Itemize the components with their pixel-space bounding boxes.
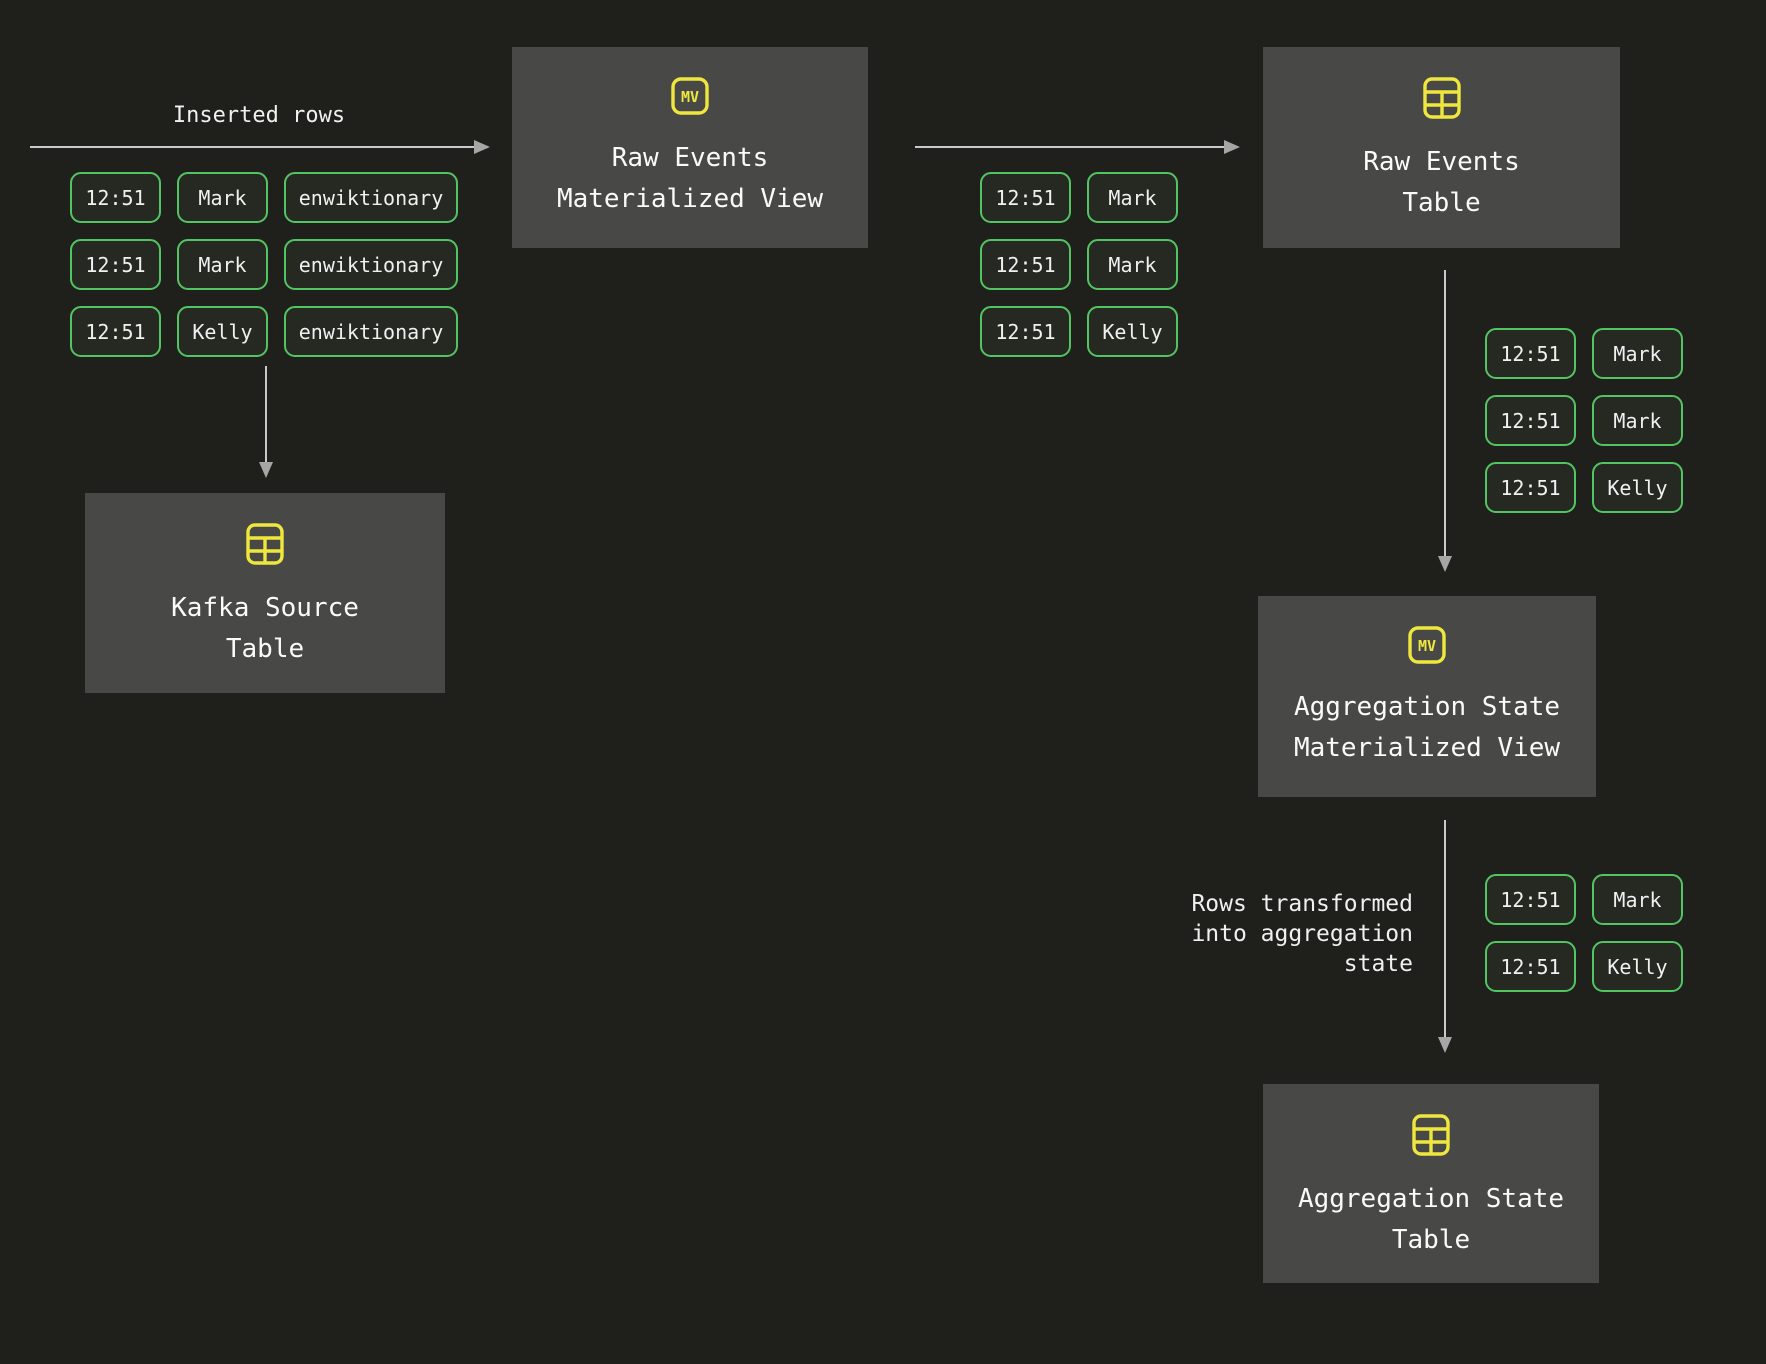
user-pill: Mark [1592, 328, 1683, 379]
user-pill: Mark [1592, 395, 1683, 446]
table-icon [1422, 77, 1461, 119]
mv-icon: MV [1408, 626, 1446, 664]
aggregated-pill-group: 12:51 Mark 12:51 Kelly [1485, 874, 1683, 992]
row-item: 12:51 Mark [980, 172, 1178, 223]
raw-events-table-node: Raw Events Table [1263, 47, 1620, 248]
timestamp-pill: 12:51 [1485, 941, 1576, 992]
aggregation-state-table-node: Aggregation State Table [1263, 1084, 1599, 1283]
rows-transformed-line: state [1343, 951, 1413, 977]
node-title-line: Table [225, 634, 305, 664]
table-to-aggmv-pill-group: 12:51 Mark 12:51 Mark 12:51 Kelly [1485, 328, 1683, 513]
user-pill: Kelly [1592, 462, 1683, 513]
user-pill: Kelly [177, 306, 268, 357]
user-pill: Mark [1087, 172, 1178, 223]
node-title-line: Aggregation State [1297, 1184, 1565, 1214]
user-pill: Kelly [1592, 941, 1683, 992]
row-item: 12:51 Mark [1485, 328, 1683, 379]
user-pill: Mark [177, 172, 268, 223]
timestamp-pill: 12:51 [1485, 874, 1576, 925]
inserted-rows-label: Inserted rows [172, 103, 346, 128]
row-item: 12:51 Kelly [1485, 941, 1683, 992]
user-pill: Mark [177, 239, 268, 290]
table-icon [1412, 1114, 1450, 1156]
timestamp-pill: 12:51 [1485, 328, 1576, 379]
timestamp-pill: 12:51 [70, 306, 161, 357]
timestamp-pill: 12:51 [70, 172, 161, 223]
table-icon [246, 523, 284, 565]
aggregation-state-mv-node: MV Aggregation State Materialized View [1258, 596, 1596, 797]
node-title-line: Table [1391, 1225, 1471, 1255]
rows-transformed-label: Rows transformed into aggregation state [1191, 889, 1413, 979]
row-item: 12:51 Mark [1485, 395, 1683, 446]
row-item: 12:51 Kelly [980, 306, 1178, 357]
project-pill: enwiktionary [284, 239, 458, 290]
timestamp-pill: 12:51 [1485, 395, 1576, 446]
aggmv-to-aggtable-arrow [1438, 820, 1452, 1053]
node-title-line: Table [1402, 188, 1481, 218]
mv-to-table-arrow [915, 140, 1240, 154]
kafka-source-table-node: Kafka Source Table [85, 493, 445, 693]
rows-transformed-line: Rows transformed [1191, 891, 1413, 917]
table-to-aggmv-arrow [1438, 270, 1452, 572]
raw-events-mv-node: MV Raw Events Materialized View [512, 47, 868, 248]
rows-to-kafka-arrow [259, 366, 273, 478]
row-item: 12:51 Kelly enwiktionary [70, 306, 458, 357]
user-pill: Mark [1592, 874, 1683, 925]
row-item: 12:51 Mark enwiktionary [70, 172, 458, 223]
mv-badge: MV [681, 88, 699, 106]
timestamp-pill: 12:51 [980, 172, 1071, 223]
node-title-line: Raw Events [611, 143, 769, 173]
row-item: 12:51 Mark enwiktionary [70, 239, 458, 290]
rows-transformed-line: into aggregation [1191, 921, 1413, 947]
node-title-line: Raw Events [1363, 147, 1520, 177]
user-pill: Kelly [1087, 306, 1178, 357]
mv-icon: MV [671, 77, 709, 115]
inserted-rows-pill-group: 12:51 Mark enwiktionary 12:51 Mark enwik… [70, 172, 458, 357]
timestamp-pill: 12:51 [70, 239, 161, 290]
node-title-line: Materialized View [1293, 733, 1561, 763]
mv-badge: MV [1418, 637, 1436, 655]
mv-to-table-pill-group: 12:51 Mark 12:51 Mark 12:51 Kelly [980, 172, 1178, 357]
timestamp-pill: 12:51 [1485, 462, 1576, 513]
row-item: 12:51 Mark [1485, 874, 1683, 925]
project-pill: enwiktionary [284, 306, 458, 357]
row-item: 12:51 Mark [980, 239, 1178, 290]
row-item: 12:51 Kelly [1485, 462, 1683, 513]
node-title-line: Aggregation State [1293, 692, 1561, 722]
project-pill: enwiktionary [284, 172, 458, 223]
node-title-line: Materialized View [556, 184, 824, 214]
inserted-rows-arrow [30, 140, 490, 154]
user-pill: Mark [1087, 239, 1178, 290]
node-title-line: Kafka Source [171, 593, 359, 623]
timestamp-pill: 12:51 [980, 239, 1071, 290]
timestamp-pill: 12:51 [980, 306, 1071, 357]
